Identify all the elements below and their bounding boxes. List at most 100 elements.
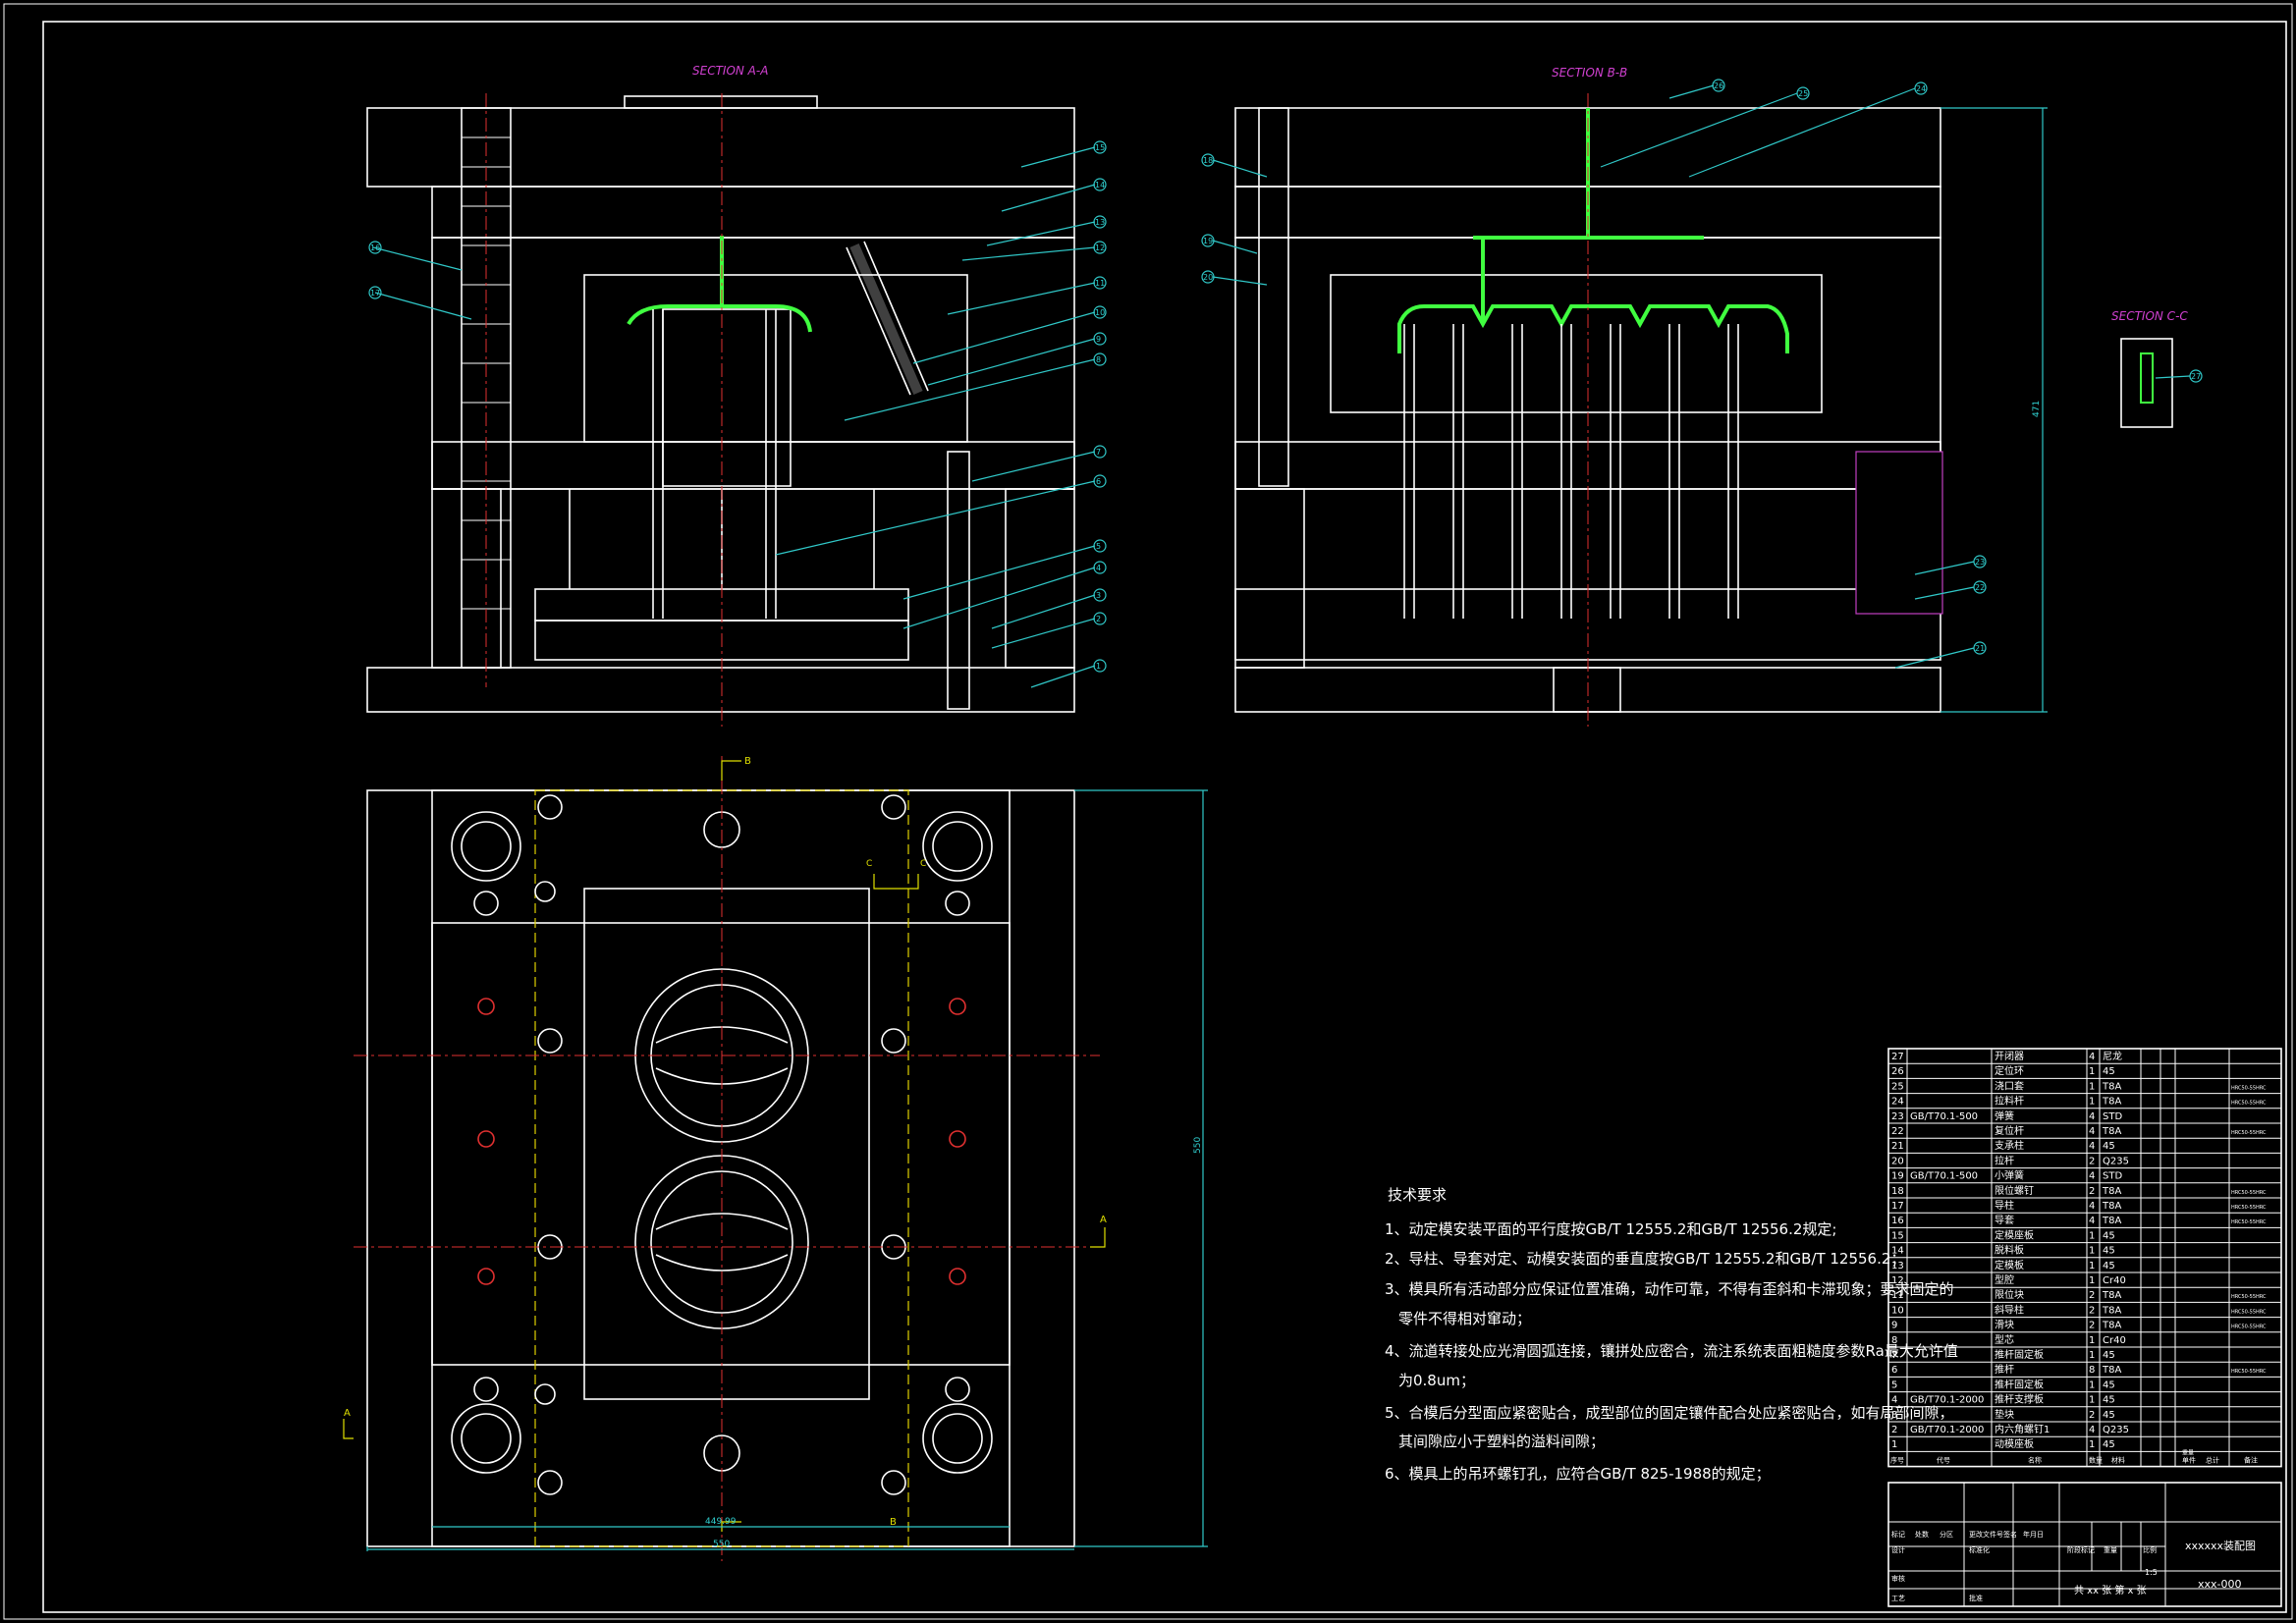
spring-b [1855, 451, 1943, 615]
svg-text:4: 4 [1096, 564, 1101, 572]
bom-header-cell: 数量 [2089, 1455, 2103, 1464]
bom-cell-note: HRC50-55HRC [2231, 1219, 2267, 1225]
bom-cell-no: 11 [1891, 1290, 1904, 1301]
svg-text:3: 3 [1096, 591, 1101, 600]
bom-cell-code: GB/T70.1-500 [1910, 1171, 1978, 1182]
bom-header-cell: 材料 [2111, 1455, 2125, 1464]
bom-cell-qty: 1 [2089, 1275, 2095, 1286]
bom-cell-name: 导套 [1995, 1214, 2014, 1226]
bom-cell-no: 20 [1891, 1156, 1904, 1166]
screws-plan [473, 794, 970, 1495]
dim-plan-inner-width: 449.99 [705, 1517, 737, 1527]
bom-cell-no: 10 [1891, 1305, 1904, 1316]
section-a-view: SECTION A-A [366, 64, 1075, 727]
bom-cell-qty: 4 [2089, 1425, 2095, 1435]
scale: 1:5 [2145, 1568, 2158, 1577]
svg-text:比例: 比例 [2143, 1545, 2157, 1554]
svg-text:审核: 审核 [1891, 1574, 1905, 1583]
bom-cell-mat: T8A [2102, 1216, 2121, 1226]
locating-ring [624, 95, 818, 109]
svg-text:A: A [344, 1408, 351, 1419]
bom-cell-mat: STD [2103, 1171, 2122, 1182]
bom-cell-no: 14 [1891, 1246, 1904, 1257]
svg-text:6、模具上的吊环螺钉孔，应符合GB/T 825-1988的规: 6、模具上的吊环螺钉孔，应符合GB/T 825-1988的规定； [1385, 1465, 1771, 1483]
bom-cell-qty: 4 [2089, 1216, 2095, 1226]
bom-cell-mat: 45 [2103, 1439, 2115, 1450]
bom-cell-name: 定模板 [1995, 1259, 2024, 1271]
bom-cell-mat: T8A [2102, 1201, 2121, 1212]
bom-cell-name: 内六角螺钉1 [1995, 1423, 2050, 1435]
bom-cell-mat: T8A [2102, 1126, 2121, 1137]
svg-text:签名: 签名 [2003, 1530, 2017, 1539]
bom-cell-name: 脱料板 [1995, 1244, 2024, 1257]
bom-cell-note: HRC50-55HRC [2231, 1085, 2267, 1091]
svg-text:C: C [920, 859, 926, 869]
svg-text:B: B [744, 756, 751, 767]
ejector-pins-a [569, 309, 875, 619]
cavity-block-plan [583, 888, 870, 1400]
bom-cell-qty: 1 [2089, 1335, 2095, 1346]
bom-cell-name: 限位块 [1995, 1288, 2024, 1301]
svg-text:16: 16 [370, 243, 380, 252]
core-plate [431, 441, 1075, 490]
dim-total-height: 471 [2032, 401, 2042, 417]
svg-text:4、流道转接处应光滑圆弧连接，镶拼处应密合，流注系统表面粗糙: 4、流道转接处应光滑圆弧连接，镶拼处应密合，流注系统表面粗糙度参数Ra最大允许值 [1385, 1342, 1958, 1360]
bom-cell-qty: 1 [2089, 1230, 2095, 1241]
svg-text:其间隙应小于塑料的溢料间隙；: 其间隙应小于塑料的溢料间隙； [1398, 1433, 1605, 1450]
bom-cell-qty: 4 [2089, 1171, 2095, 1182]
bom-cell-mat: T8A [2102, 1305, 2121, 1316]
svg-text:2、导柱、导套对定、动模安装面的垂直度按GB/T 12555: 2、导柱、导套对定、动模安装面的垂直度按GB/T 12555.2和GB/T 12… [1385, 1250, 1905, 1268]
svg-text:8: 8 [1096, 355, 1101, 364]
bom-cell-name: 型芯 [1995, 1333, 2014, 1346]
spacer-block-left [431, 488, 502, 669]
svg-text:1、动定模安装平面的平行度按GB/T 12555.2和GB/: 1、动定模安装平面的平行度按GB/T 12555.2和GB/T 12556.2规… [1385, 1220, 1836, 1238]
plan-outer [366, 789, 1075, 1547]
section-a-label: SECTION A-A [692, 64, 768, 78]
cavity-insert-b [1330, 274, 1823, 413]
bom-cell-no: 5 [1891, 1380, 1897, 1390]
bom-cell-qty: 1 [2089, 1066, 2095, 1077]
bom-cell-no: 6 [1891, 1365, 1897, 1376]
bom-cell-qty: 8 [2089, 1365, 2095, 1376]
bom-cell-no: 27 [1891, 1052, 1904, 1062]
bom-cell-mat: T8A [2102, 1186, 2121, 1197]
bom-cell-no: 21 [1891, 1141, 1904, 1152]
bom-cell-mat: T8A [2102, 1321, 2121, 1331]
bom-cell-mat: T8A [2102, 1081, 2121, 1092]
bom-cell-mat: 45 [2103, 1066, 2115, 1077]
svg-text:3、模具所有活动部分应保证位置准确，动作可靠，不得有歪斜和卡: 3、模具所有活动部分应保证位置准确，动作可靠，不得有歪斜和卡滞现象；要求固定的 [1385, 1280, 1954, 1298]
svg-text:A: A [1100, 1215, 1107, 1225]
bom-cell-name: 推杆固定板 [1995, 1378, 2044, 1390]
knockout-hole-b [1553, 667, 1621, 713]
bom-cell-name: 开闭器 [1995, 1050, 2024, 1062]
bom-cell-name: 动模座板 [1995, 1437, 2034, 1450]
bom-cell-code: GB/T70.1-2000 [1910, 1395, 1984, 1406]
dim-plan-width: 550 [713, 1540, 730, 1549]
bom-cell-no: 12 [1891, 1275, 1904, 1286]
bom-cell-mat: Q235 [2103, 1156, 2129, 1166]
bom-cell-mat: 45 [2103, 1230, 2115, 1241]
technical-requirements: 技术要求 1、动定模安装平面的平行度按GB/T 12555.2和GB/T 125… [1385, 1186, 1958, 1483]
bom-cell-qty: 4 [2089, 1126, 2095, 1137]
bom-cell-no: 8 [1891, 1335, 1897, 1346]
bom-cell-mat: 45 [2103, 1410, 2115, 1421]
bom-cell-no: 23 [1891, 1111, 1904, 1122]
bom-cell-mat: 45 [2103, 1246, 2115, 1257]
bom-cell-qty: 1 [2089, 1395, 2095, 1406]
svg-text:为0.8um；: 为0.8um； [1398, 1372, 1475, 1389]
bom-cell-no: 15 [1891, 1230, 1904, 1241]
plan-view: B B A A C C 550 449.99 550 [343, 756, 1208, 1561]
ejector-plates-b [1234, 588, 1941, 661]
bom-cell-mat: 45 [2103, 1395, 2115, 1406]
bom-header-cell: 序号 [1890, 1455, 1904, 1464]
section-b-view: SECTION B-B 471 [1234, 66, 2048, 727]
bom-cell-qty: 2 [2089, 1186, 2095, 1197]
svg-text:重量: 重量 [2104, 1546, 2117, 1554]
bom-header-cell: 备注 [2244, 1455, 2258, 1464]
sheet: 共 xx 张 第 x 张 [2074, 1584, 2147, 1596]
bom-cell-note: HRC50-55HRC [2231, 1205, 2267, 1211]
spacer-b [1234, 488, 1305, 669]
bom-cell-mat: 45 [2103, 1141, 2115, 1152]
bom-cell-no: 4 [1891, 1395, 1897, 1406]
